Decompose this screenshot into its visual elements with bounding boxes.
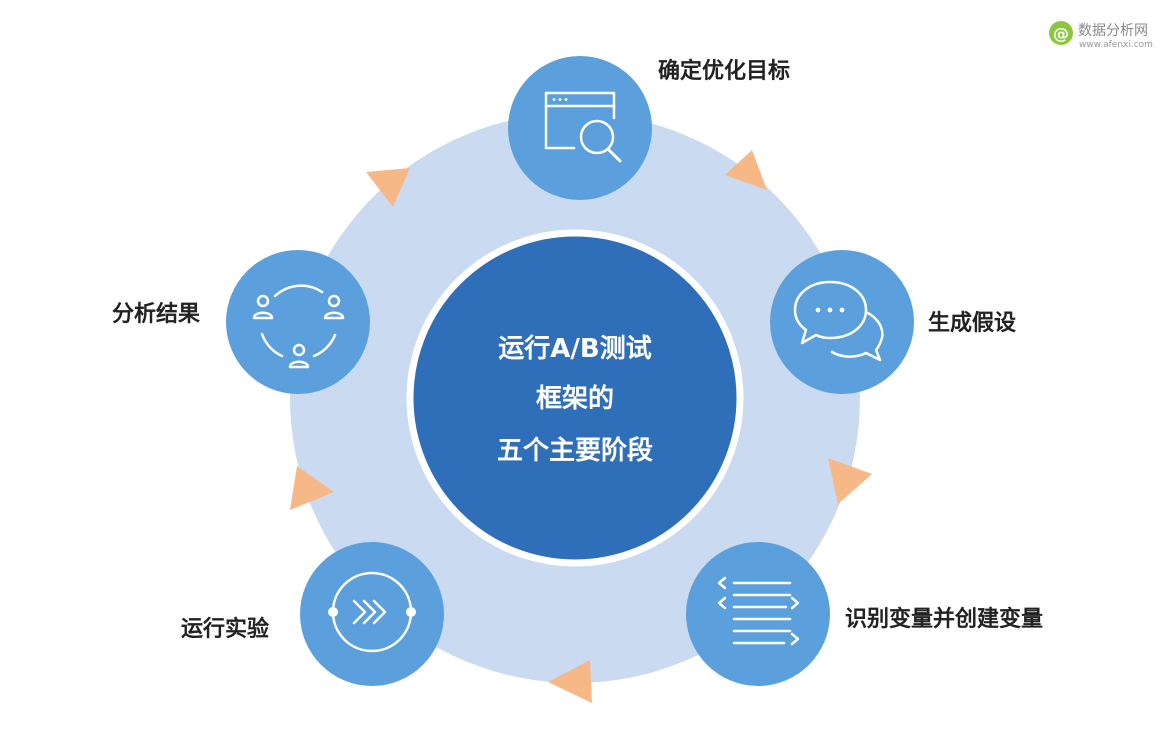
stage-label-run-experiment: 运行实验 bbox=[181, 616, 269, 642]
watermark-url: www.afenxi.com bbox=[1079, 40, 1153, 50]
cycle-arrow-4 bbox=[290, 466, 334, 510]
fast-forward-cycle-icon bbox=[328, 571, 416, 653]
watermark-name: 数据分析网 bbox=[1078, 23, 1148, 39]
stage-node-circle bbox=[508, 56, 652, 200]
cycle-arrow-5 bbox=[366, 168, 410, 207]
stage-node-circle bbox=[686, 542, 830, 686]
center-title-line-3: 五个主要阶段 bbox=[497, 435, 653, 466]
cycle-arrow-1 bbox=[725, 150, 767, 190]
stage-node-analyze: 分析结果 bbox=[112, 250, 370, 394]
stage-label-hypothesis: 生成假设 bbox=[928, 311, 1016, 336]
center-title-line-1: 运行A/B测试 bbox=[498, 333, 651, 364]
user-cycle-icon bbox=[252, 284, 345, 369]
stage-node-run-experiment: 运行实验 bbox=[181, 542, 444, 686]
cycle-arrow-3 bbox=[548, 660, 592, 703]
stage-label-analyze: 分析结果 bbox=[112, 301, 200, 327]
stage-label-define-goal: 确定优化目标 bbox=[658, 58, 790, 84]
center-title-line-2: 框架的 bbox=[536, 383, 614, 414]
stage-node-variables: 识别变量并创建变量 bbox=[686, 542, 1043, 686]
watermark-logo bbox=[1049, 21, 1073, 45]
stage-node-hypothesis: 生成假设 bbox=[770, 250, 1016, 394]
center-circle bbox=[406, 229, 744, 567]
watermark: @ 数据分析网 www.afenxi.com bbox=[1049, 21, 1153, 50]
stage-node-circle bbox=[226, 250, 370, 394]
stage-label-variables: 识别变量并创建变量 bbox=[845, 606, 1043, 632]
chat-bubbles-icon bbox=[793, 280, 884, 362]
watermark-logo-glyph: @ bbox=[1053, 24, 1069, 43]
stage-node-define-goal: 确定优化目标 bbox=[508, 56, 790, 200]
browser-search-icon bbox=[544, 91, 622, 163]
code-lines-icon bbox=[717, 576, 800, 646]
cycle-arrow-2 bbox=[828, 458, 872, 504]
